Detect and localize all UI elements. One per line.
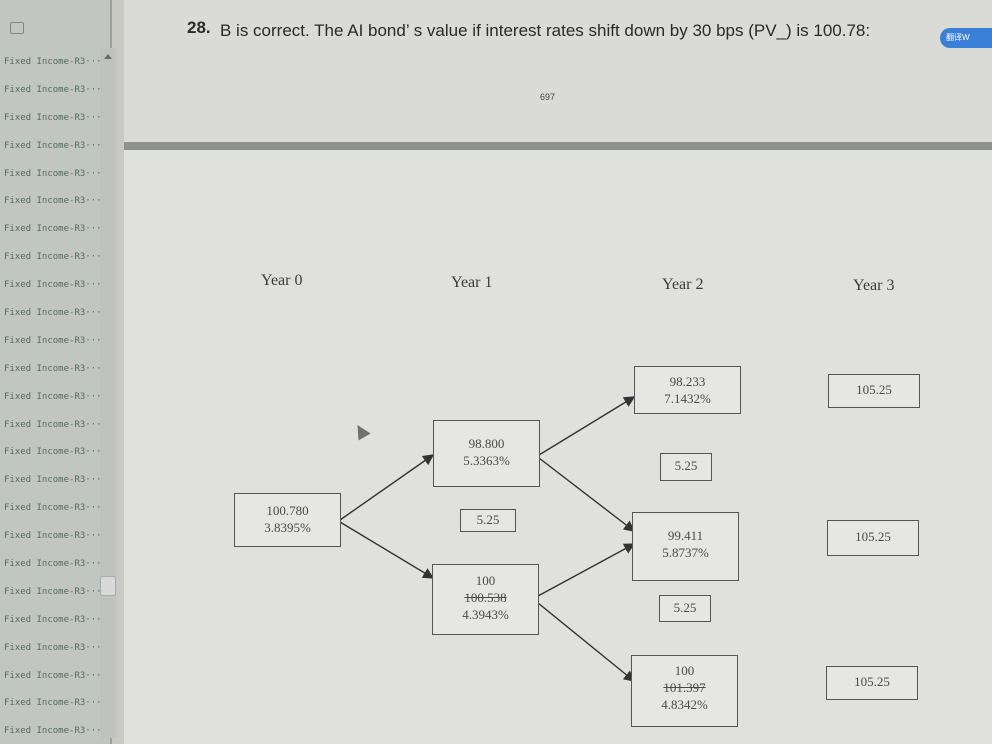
- document-page-top: [124, 0, 992, 142]
- sidebar-item[interactable]: Fixed Income-R3···: [4, 84, 102, 95]
- sidebar-item[interactable]: Fixed Income-R3···: [4, 196, 102, 207]
- node-struck-value: 101.397: [663, 680, 706, 695]
- node-year1-up: 98.800 5.3363%: [433, 420, 540, 487]
- sidebar-item[interactable]: Fixed Income-R3···: [4, 726, 102, 737]
- node-year3-top: 105.25: [828, 374, 920, 408]
- sidebar-item[interactable]: Fixed Income-R3···: [4, 698, 102, 709]
- edge-y1down-down: [537, 602, 636, 682]
- node-value: 98.800: [468, 436, 505, 451]
- sidebar-item[interactable]: Fixed Income-R3···: [4, 280, 102, 291]
- sidebar-list: Fixed Income-R3··· Fixed Income-R3··· Fi…: [0, 52, 110, 744]
- node-value: 100.780: [266, 503, 309, 518]
- edge-y0-up: [339, 454, 435, 521]
- node-value: 99.411: [667, 528, 704, 543]
- sidebar-item[interactable]: Fixed Income-R3···: [4, 140, 102, 151]
- scrollbar-thumb[interactable]: [100, 576, 116, 596]
- question-text: B is correct. The AI bond’ s value if in…: [220, 21, 871, 40]
- sidebar-item[interactable]: Fixed Income-R3···: [4, 503, 102, 514]
- sidebar-item[interactable]: Fixed Income-R3···: [4, 391, 102, 402]
- node-value: 98.233: [669, 374, 706, 389]
- node-rate: 4.3943%: [462, 607, 509, 622]
- sidebar-item[interactable]: Fixed Income-R3···: [4, 586, 102, 597]
- scroll-up-arrow-icon[interactable]: [104, 54, 112, 59]
- page-number: 697: [540, 92, 556, 102]
- sidebar-item[interactable]: Fixed Income-R3···: [4, 447, 102, 458]
- sidebar-item[interactable]: Fixed Income-R3···: [4, 57, 102, 67]
- node-rate: 7.1432%: [664, 391, 711, 406]
- sidebar-scrollbar[interactable]: [100, 48, 116, 738]
- node-year2-mid: 99.411 5.8737%: [632, 512, 739, 581]
- node-year3-bot: 105.25: [826, 666, 918, 700]
- edge-y1up-up: [538, 396, 636, 456]
- node-year2-coupon-down: 5.25: [659, 595, 711, 622]
- sidebar-item[interactable]: Fixed Income-R3···: [4, 363, 102, 374]
- thumbnail-sidebar: Fixed Income-R3··· Fixed Income-R3··· Fi…: [0, 0, 116, 744]
- sidebar-item[interactable]: Fixed Income-R3···: [4, 670, 102, 681]
- node-year2-coupon-up: 5.25: [660, 453, 712, 481]
- sidebar-item[interactable]: Fixed Income-R3···: [4, 475, 102, 486]
- question-number: 28.: [187, 18, 211, 37]
- document-page-body: [124, 150, 992, 744]
- node-year1-coupon: 5.25: [460, 509, 516, 532]
- node-rate: 3.8395%: [264, 520, 311, 535]
- sidebar-item[interactable]: Fixed Income-R3···: [4, 559, 102, 570]
- sidebar-item[interactable]: Fixed Income-R3···: [4, 308, 102, 319]
- sidebar-item[interactable]: Fixed Income-R3···: [4, 168, 102, 179]
- node-year2-up: 98.233 7.1432%: [634, 366, 741, 414]
- node-struck-value: 100.538: [464, 590, 507, 605]
- bookmark-icon[interactable]: [10, 22, 24, 34]
- node-value: 100: [674, 663, 695, 678]
- node-year1-down: 100 100.538 4.3943%: [432, 564, 539, 635]
- edge-y1up-down: [538, 457, 636, 532]
- node-rate: 4.8342%: [661, 697, 708, 712]
- sidebar-item[interactable]: Fixed Income-R3···: [4, 419, 102, 430]
- sidebar-item[interactable]: Fixed Income-R3···: [4, 531, 102, 542]
- year-label: Year 1: [451, 274, 493, 291]
- edge-y1down-up: [537, 543, 636, 597]
- node-year3-mid: 105.25: [827, 520, 919, 556]
- sidebar-item[interactable]: Fixed Income-R3···: [4, 335, 102, 346]
- node-year2-down: 100 101.397 4.8342%: [631, 655, 738, 727]
- translate-button[interactable]: 翻译W: [940, 28, 992, 48]
- sidebar-item[interactable]: Fixed Income-R3···: [4, 642, 102, 653]
- node-rate: 5.8737%: [662, 545, 709, 560]
- node-year0: 100.780 3.8395%: [234, 493, 341, 547]
- year-label: Year 3: [853, 277, 895, 294]
- sidebar-item[interactable]: Fixed Income-R3···: [4, 224, 102, 235]
- page-divider: [124, 142, 992, 150]
- sidebar-item[interactable]: Fixed Income-R3···: [4, 614, 102, 625]
- node-value: 100: [475, 573, 496, 588]
- edge-y0-down: [339, 521, 435, 579]
- node-rate: 5.3363%: [463, 453, 510, 468]
- year-label: Year 0: [261, 272, 303, 289]
- sidebar-item[interactable]: Fixed Income-R3···: [4, 112, 102, 123]
- sidebar-item[interactable]: Fixed Income-R3···: [4, 252, 102, 263]
- year-label: Year 2: [662, 276, 704, 293]
